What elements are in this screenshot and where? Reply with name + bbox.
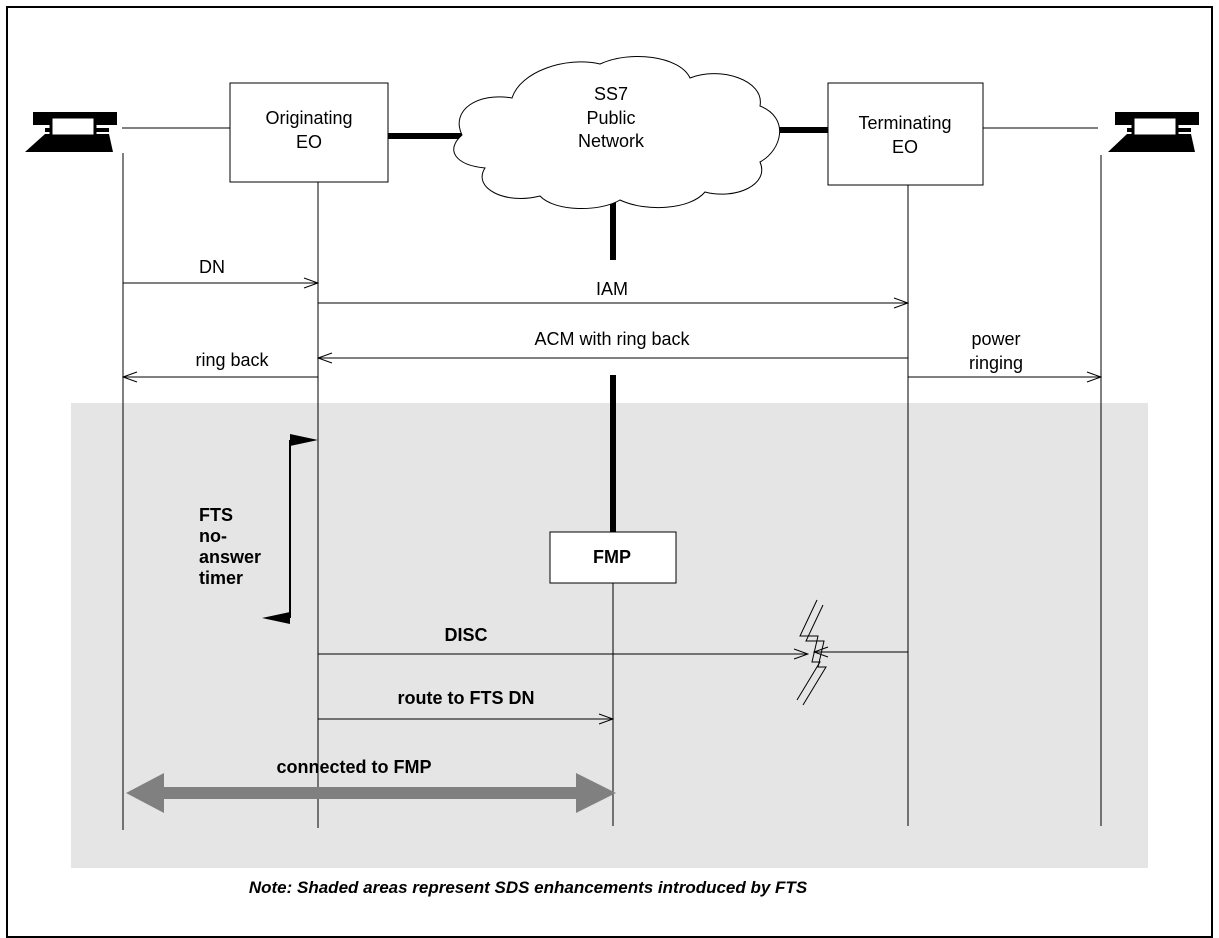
disc-label: DISC	[444, 625, 487, 645]
connected-to-fmp-label: connected to FMP	[276, 757, 431, 777]
timer-label-line3: answer	[199, 547, 261, 567]
fmp-box: FMP	[549, 531, 677, 584]
originating-eo-box: Originating EO	[229, 82, 389, 183]
timer-label-line4: timer	[199, 568, 243, 588]
ss7-network-cloud: SS7 Public Network	[453, 55, 780, 209]
originating-eo-label-line1: Originating	[265, 108, 352, 128]
connected-to-fmp-arrow	[126, 773, 616, 813]
network-label-line3: Network	[578, 131, 645, 151]
ring-back-label: ring back	[195, 350, 269, 370]
terminating-eo-label-line2: EO	[892, 137, 918, 157]
power-ringing-label-line2: ringing	[969, 353, 1023, 373]
acm-label: ACM with ring back	[534, 329, 690, 349]
network-label-line1: SS7	[594, 84, 628, 104]
timer-label-line1: FTS	[199, 505, 233, 525]
lightning-icon-outline	[802, 604, 827, 706]
timer-label-line2: no-	[199, 526, 227, 546]
power-ringing-label-line1: power	[971, 329, 1020, 349]
route-to-fts-label: route to FTS DN	[398, 688, 535, 708]
diagram-frame	[6, 6, 1213, 938]
lightning-icon	[796, 599, 821, 701]
telephone-icon	[25, 112, 117, 152]
dn-label: DN	[199, 257, 225, 277]
terminating-eo-box: Terminating EO	[827, 82, 984, 186]
note-text: Note: Shaded areas represent SDS enhance…	[249, 878, 808, 897]
fmp-label: FMP	[593, 547, 631, 567]
iam-label: IAM	[596, 279, 628, 299]
originating-eo-label-line2: EO	[296, 132, 322, 152]
network-label-line2: Public	[586, 108, 635, 128]
terminating-eo-label-line1: Terminating	[858, 113, 951, 133]
telephone-icon	[1108, 112, 1199, 152]
